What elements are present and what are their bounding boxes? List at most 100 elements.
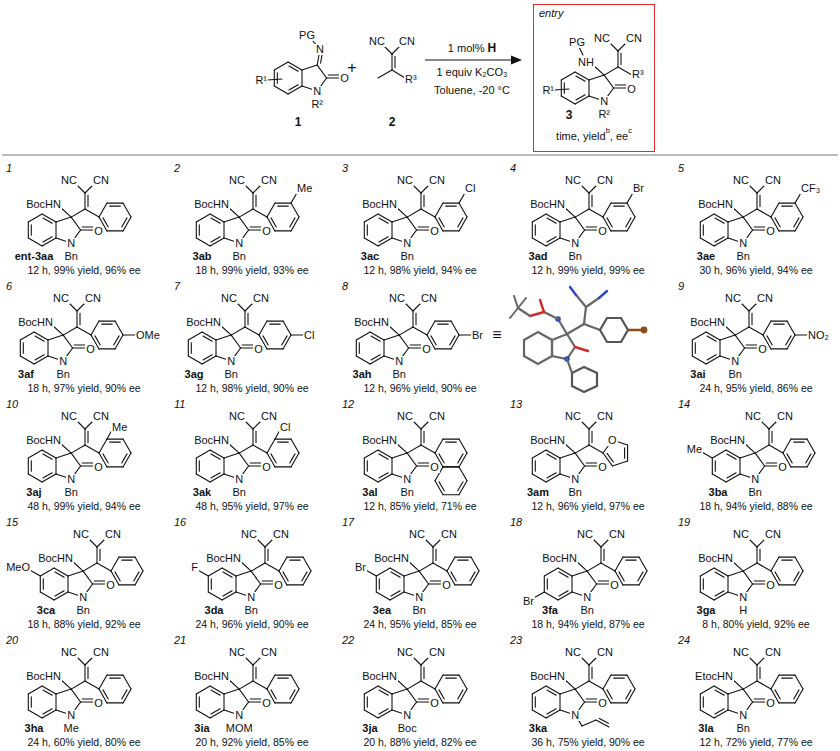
bond (589, 75, 604, 80)
substituent-label: H (738, 605, 748, 616)
bond (700, 686, 714, 694)
atom-label: CN (398, 36, 416, 47)
bond (782, 560, 793, 561)
bond (795, 675, 803, 689)
bond (561, 80, 562, 96)
bond (794, 572, 799, 581)
bond (435, 321, 451, 322)
bond (544, 576, 545, 592)
bond (421, 681, 435, 689)
atom-label: O (253, 344, 264, 355)
entry-number: 6 (6, 281, 12, 292)
substituent-label: Bn (735, 251, 750, 262)
result-text: 12 h, 96% yield, 97% ee (531, 501, 644, 512)
bond (188, 340, 189, 356)
substituent-label: Cl (464, 183, 476, 194)
bond (235, 576, 236, 592)
bond (757, 563, 771, 571)
crystal-bond (586, 298, 599, 307)
atom-label: O (777, 462, 788, 473)
atom-label: BocHN (25, 199, 62, 210)
bond (211, 473, 220, 478)
bond (558, 568, 572, 576)
bond (303, 571, 311, 585)
atom-label: N (246, 592, 256, 603)
bond (267, 675, 275, 689)
result-text: 12 h, 72% yield, 77% ee (699, 737, 812, 748)
bond (63, 335, 72, 348)
bond (28, 458, 29, 474)
result-text: 48 h, 99% yield, 94% ee (27, 501, 140, 512)
atom-label: R³ (404, 74, 418, 85)
bond (231, 327, 245, 335)
bond (627, 689, 635, 703)
bond (253, 209, 267, 217)
compound-id: 3ac (360, 251, 380, 262)
bond (576, 76, 585, 81)
bond (700, 214, 714, 222)
bond (77, 327, 91, 335)
bond (432, 547, 433, 563)
bond (291, 439, 299, 453)
atom-label: CN (260, 411, 278, 422)
bond (224, 217, 239, 222)
atom-label: CN (260, 647, 278, 658)
bond (458, 482, 463, 491)
bond (196, 450, 210, 458)
bond (700, 710, 714, 718)
bond (188, 356, 202, 364)
bond (470, 572, 475, 581)
entry-number: 10 (6, 399, 18, 410)
bond (771, 321, 787, 322)
bond (756, 547, 757, 563)
bond (735, 335, 744, 348)
bond (210, 710, 224, 718)
bond (623, 557, 639, 558)
crystal-bond (584, 307, 586, 324)
bond (223, 572, 232, 577)
bond (196, 710, 210, 718)
atom-label: O (93, 698, 104, 709)
bond (85, 209, 99, 217)
bond (87, 431, 88, 442)
result-text: 18 h, 94% yield, 87% ee (531, 619, 644, 630)
bond (423, 195, 424, 206)
atom-label: O (765, 698, 776, 709)
bond (559, 572, 568, 577)
compound-id: 3fa (541, 605, 559, 616)
bond (443, 230, 459, 231)
atom-label: NH (577, 57, 595, 68)
bond (715, 591, 724, 596)
bond (743, 209, 757, 217)
bond (443, 702, 459, 703)
bond (620, 53, 621, 64)
bond (546, 474, 560, 482)
bond (575, 445, 589, 453)
bond (223, 458, 224, 474)
bond (122, 690, 127, 699)
bond (607, 453, 613, 462)
bond (67, 576, 68, 592)
bond (435, 439, 443, 453)
result-text: 20 h, 92% yield, 85% ee (195, 737, 308, 748)
bond (403, 576, 404, 592)
crystal-bond (575, 347, 588, 351)
crystal-bond (599, 291, 607, 298)
bond (376, 576, 377, 592)
bond (84, 429, 85, 445)
substituent-label: Bn (399, 251, 414, 262)
bond (558, 592, 572, 600)
bond (700, 238, 714, 246)
bond (748, 311, 749, 327)
result-text: 20 h, 88% yield, 82% ee (363, 737, 476, 748)
bond (236, 571, 251, 576)
bond (751, 313, 752, 324)
atom-label: N (58, 356, 68, 367)
bond (779, 584, 795, 585)
substituent-label: Bn (231, 251, 246, 262)
bond (71, 217, 80, 230)
bond (63, 327, 77, 335)
bond (107, 675, 123, 676)
bond (601, 563, 615, 571)
bond (274, 62, 288, 70)
